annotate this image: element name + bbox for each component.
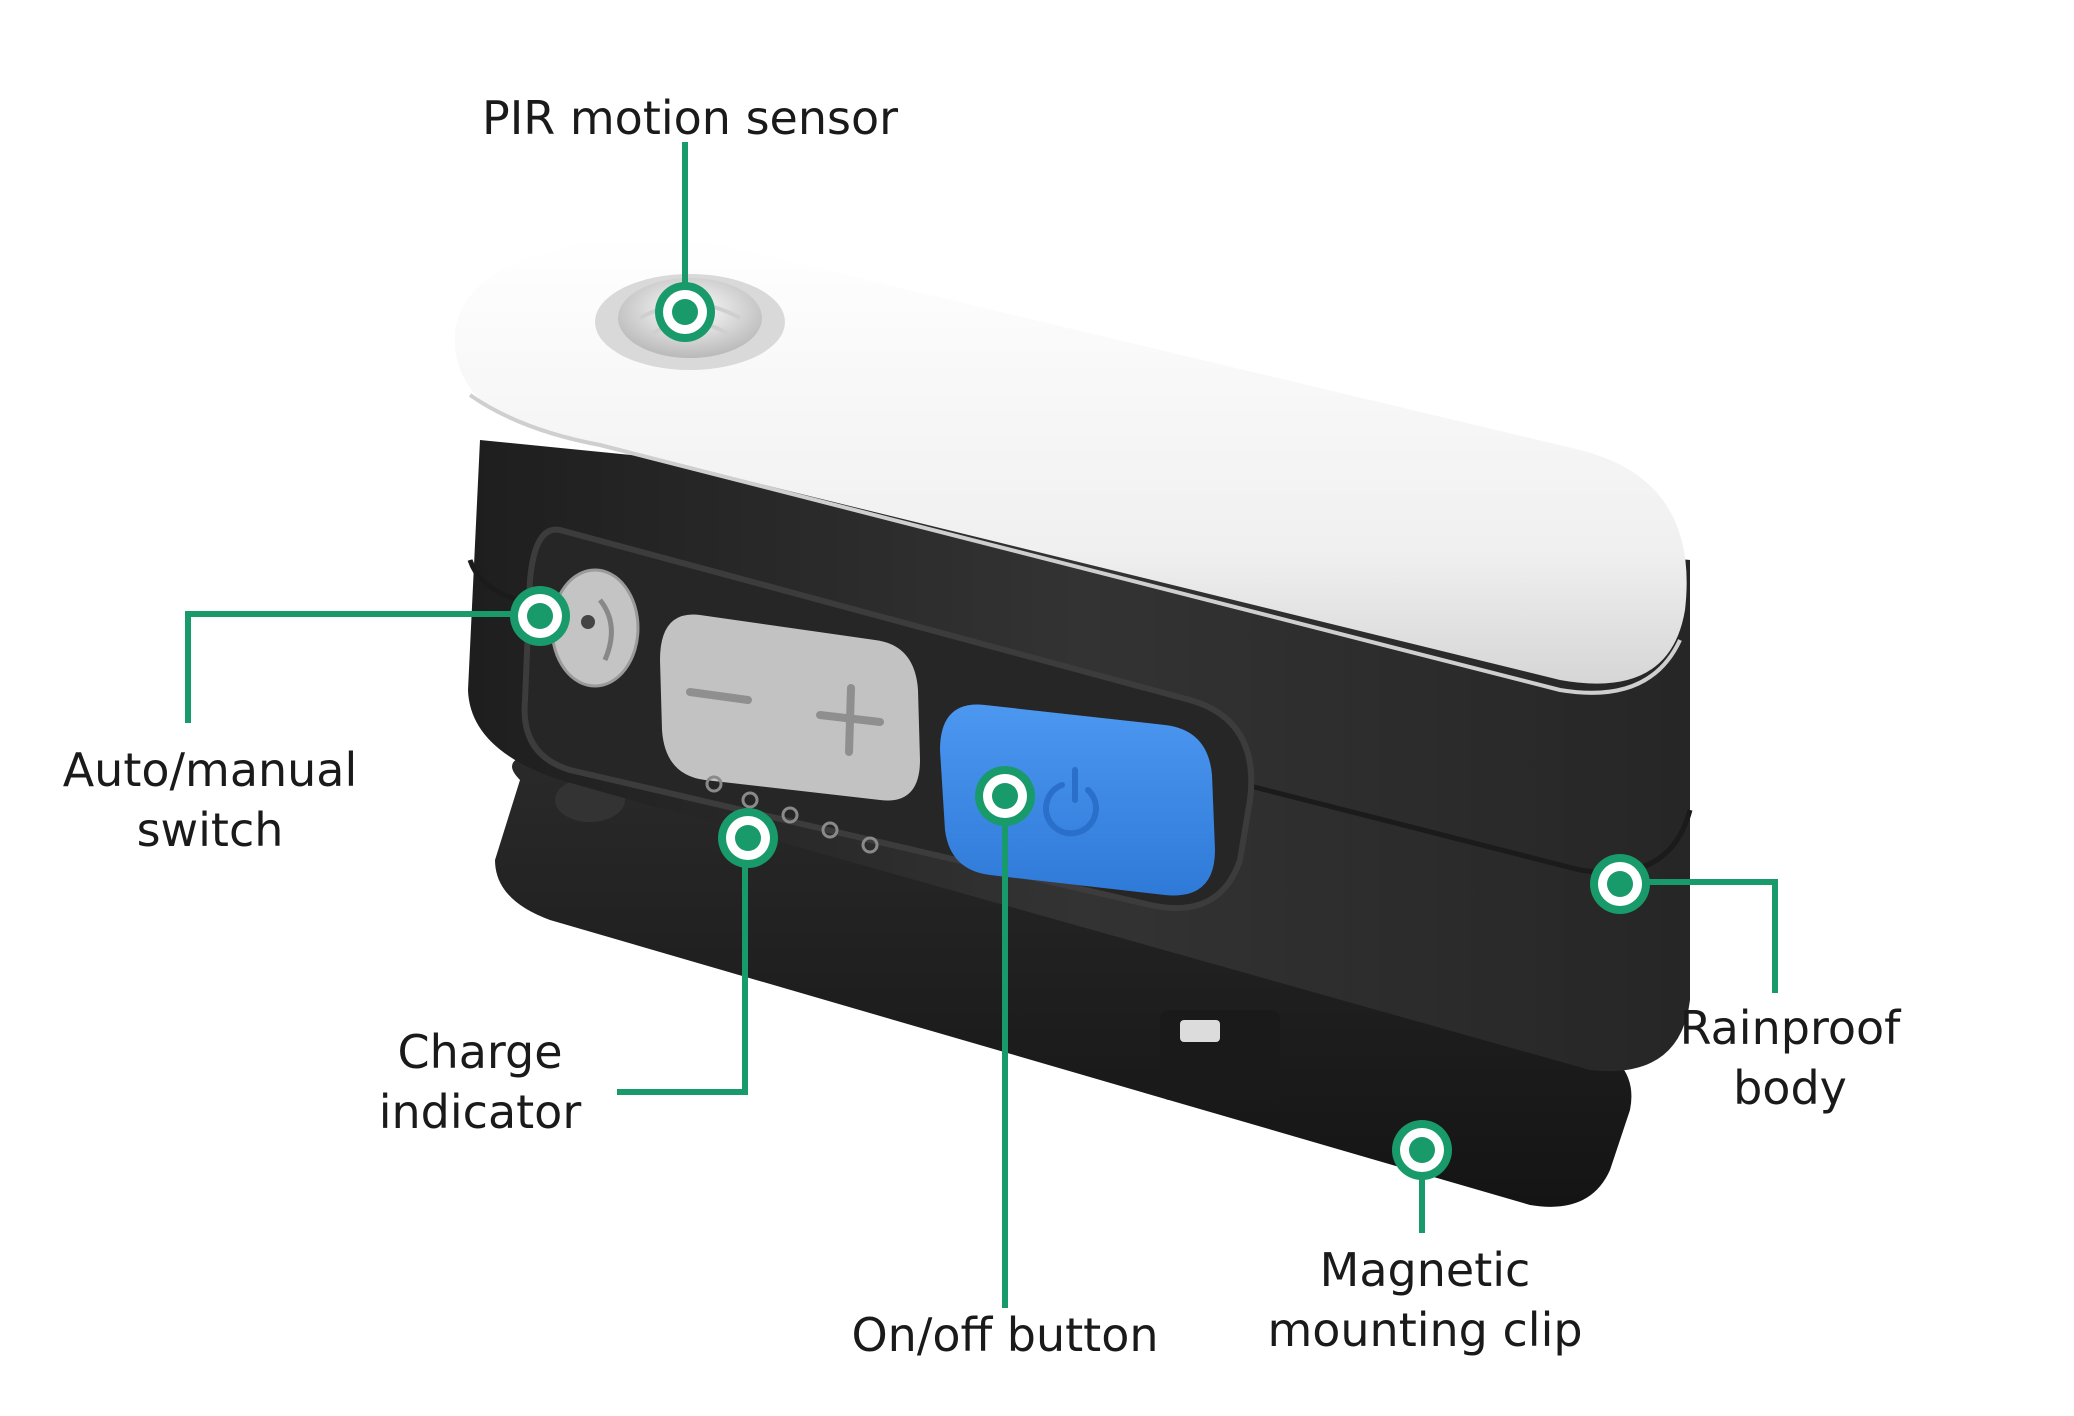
auto-manual-marker [510, 586, 570, 646]
rainproof-marker [1590, 854, 1650, 914]
charge-marker [718, 808, 778, 868]
onoff-label: On/off button [820, 1305, 1190, 1365]
rainproof-label-line2: body [1733, 1061, 1847, 1115]
auto-manual-label-line1: Auto/manual [62, 743, 358, 797]
onoff-label-line1: On/off button [851, 1308, 1159, 1362]
onoff-marker [975, 766, 1035, 826]
callout-markers [510, 282, 1650, 1180]
charge-leader-line [617, 837, 748, 1095]
pir-marker [655, 282, 715, 342]
charge-label: Charge indicator [360, 1022, 600, 1142]
rainproof-label: Rainproof body [1660, 998, 1920, 1118]
rainproof-leader-line [1617, 879, 1778, 993]
brightness-rocker [660, 614, 920, 801]
callout-leaders [185, 142, 1778, 1308]
plus-icon [816, 684, 884, 756]
magnetic-label-line1: Magnetic [1319, 1243, 1531, 1297]
pir-label-line1: PIR motion sensor [481, 91, 899, 145]
charge-label-line2: indicator [378, 1085, 582, 1139]
magnetic-label-line2: mounting clip [1267, 1303, 1583, 1357]
auto-manual-dial [550, 568, 640, 688]
pir-label: PIR motion sensor [470, 88, 910, 148]
charge-label-line1: Charge [397, 1025, 563, 1079]
auto-manual-leader-line [185, 611, 541, 723]
power-button-shape [940, 704, 1215, 896]
auto-manual-label-line2: switch [136, 803, 284, 857]
charge-leds [705, 775, 879, 854]
auto-manual-label: Auto/manual switch [25, 740, 395, 860]
minus-icon [686, 688, 752, 704]
rainproof-label-line1: Rainproof [1679, 1001, 1901, 1055]
magnetic-marker [1392, 1120, 1452, 1180]
magnetic-label: Magnetic mounting clip [1240, 1240, 1610, 1360]
power-icon [1043, 767, 1099, 837]
